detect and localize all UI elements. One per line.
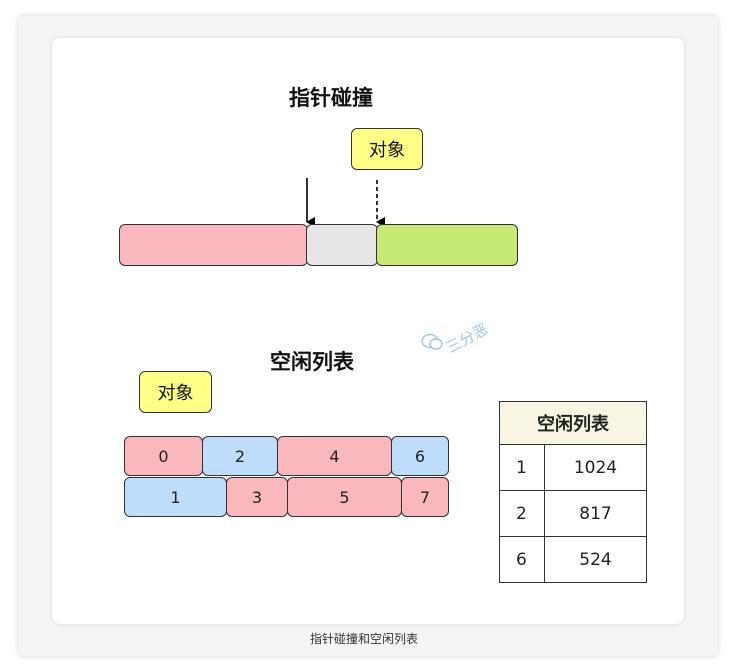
new-object-segment	[306, 224, 378, 266]
object-box-bottom: 对象	[139, 371, 212, 413]
block-7: 7	[401, 477, 449, 517]
row-index: 2	[499, 490, 545, 537]
table-row: 6 524	[499, 536, 647, 583]
pointer-arrows	[306, 178, 385, 227]
row-size: 1024	[544, 444, 647, 491]
chat-icon	[421, 333, 443, 350]
table-row: 1 1024	[499, 444, 647, 491]
row-size: 817	[544, 490, 647, 537]
bump-pointer-title: 指针碰撞	[289, 85, 373, 110]
table-row: 2 817	[499, 490, 647, 537]
block-1: 1	[124, 477, 227, 517]
block-6: 6	[391, 436, 449, 476]
used-memory-segment	[119, 224, 308, 266]
block-5: 5	[287, 477, 402, 517]
block-2: 2	[202, 436, 278, 476]
memory-bar	[119, 224, 518, 266]
free-memory-segment	[376, 224, 518, 266]
free-list-table: 空闲列表 1 1024 2 817 6 524	[499, 401, 647, 583]
row-size: 524	[544, 536, 647, 583]
object-box-top: 对象	[351, 128, 423, 170]
block-3: 3	[226, 477, 288, 517]
block-0: 0	[124, 436, 203, 476]
row-index: 1	[499, 444, 545, 491]
table-header-row: 空闲列表	[499, 401, 647, 445]
free-list-title: 空闲列表	[270, 349, 354, 374]
block-4: 4	[277, 436, 392, 476]
figure-caption: 指针碰撞和空闲列表	[310, 632, 419, 646]
row-index: 6	[499, 536, 545, 583]
table-header: 空闲列表	[499, 401, 647, 445]
